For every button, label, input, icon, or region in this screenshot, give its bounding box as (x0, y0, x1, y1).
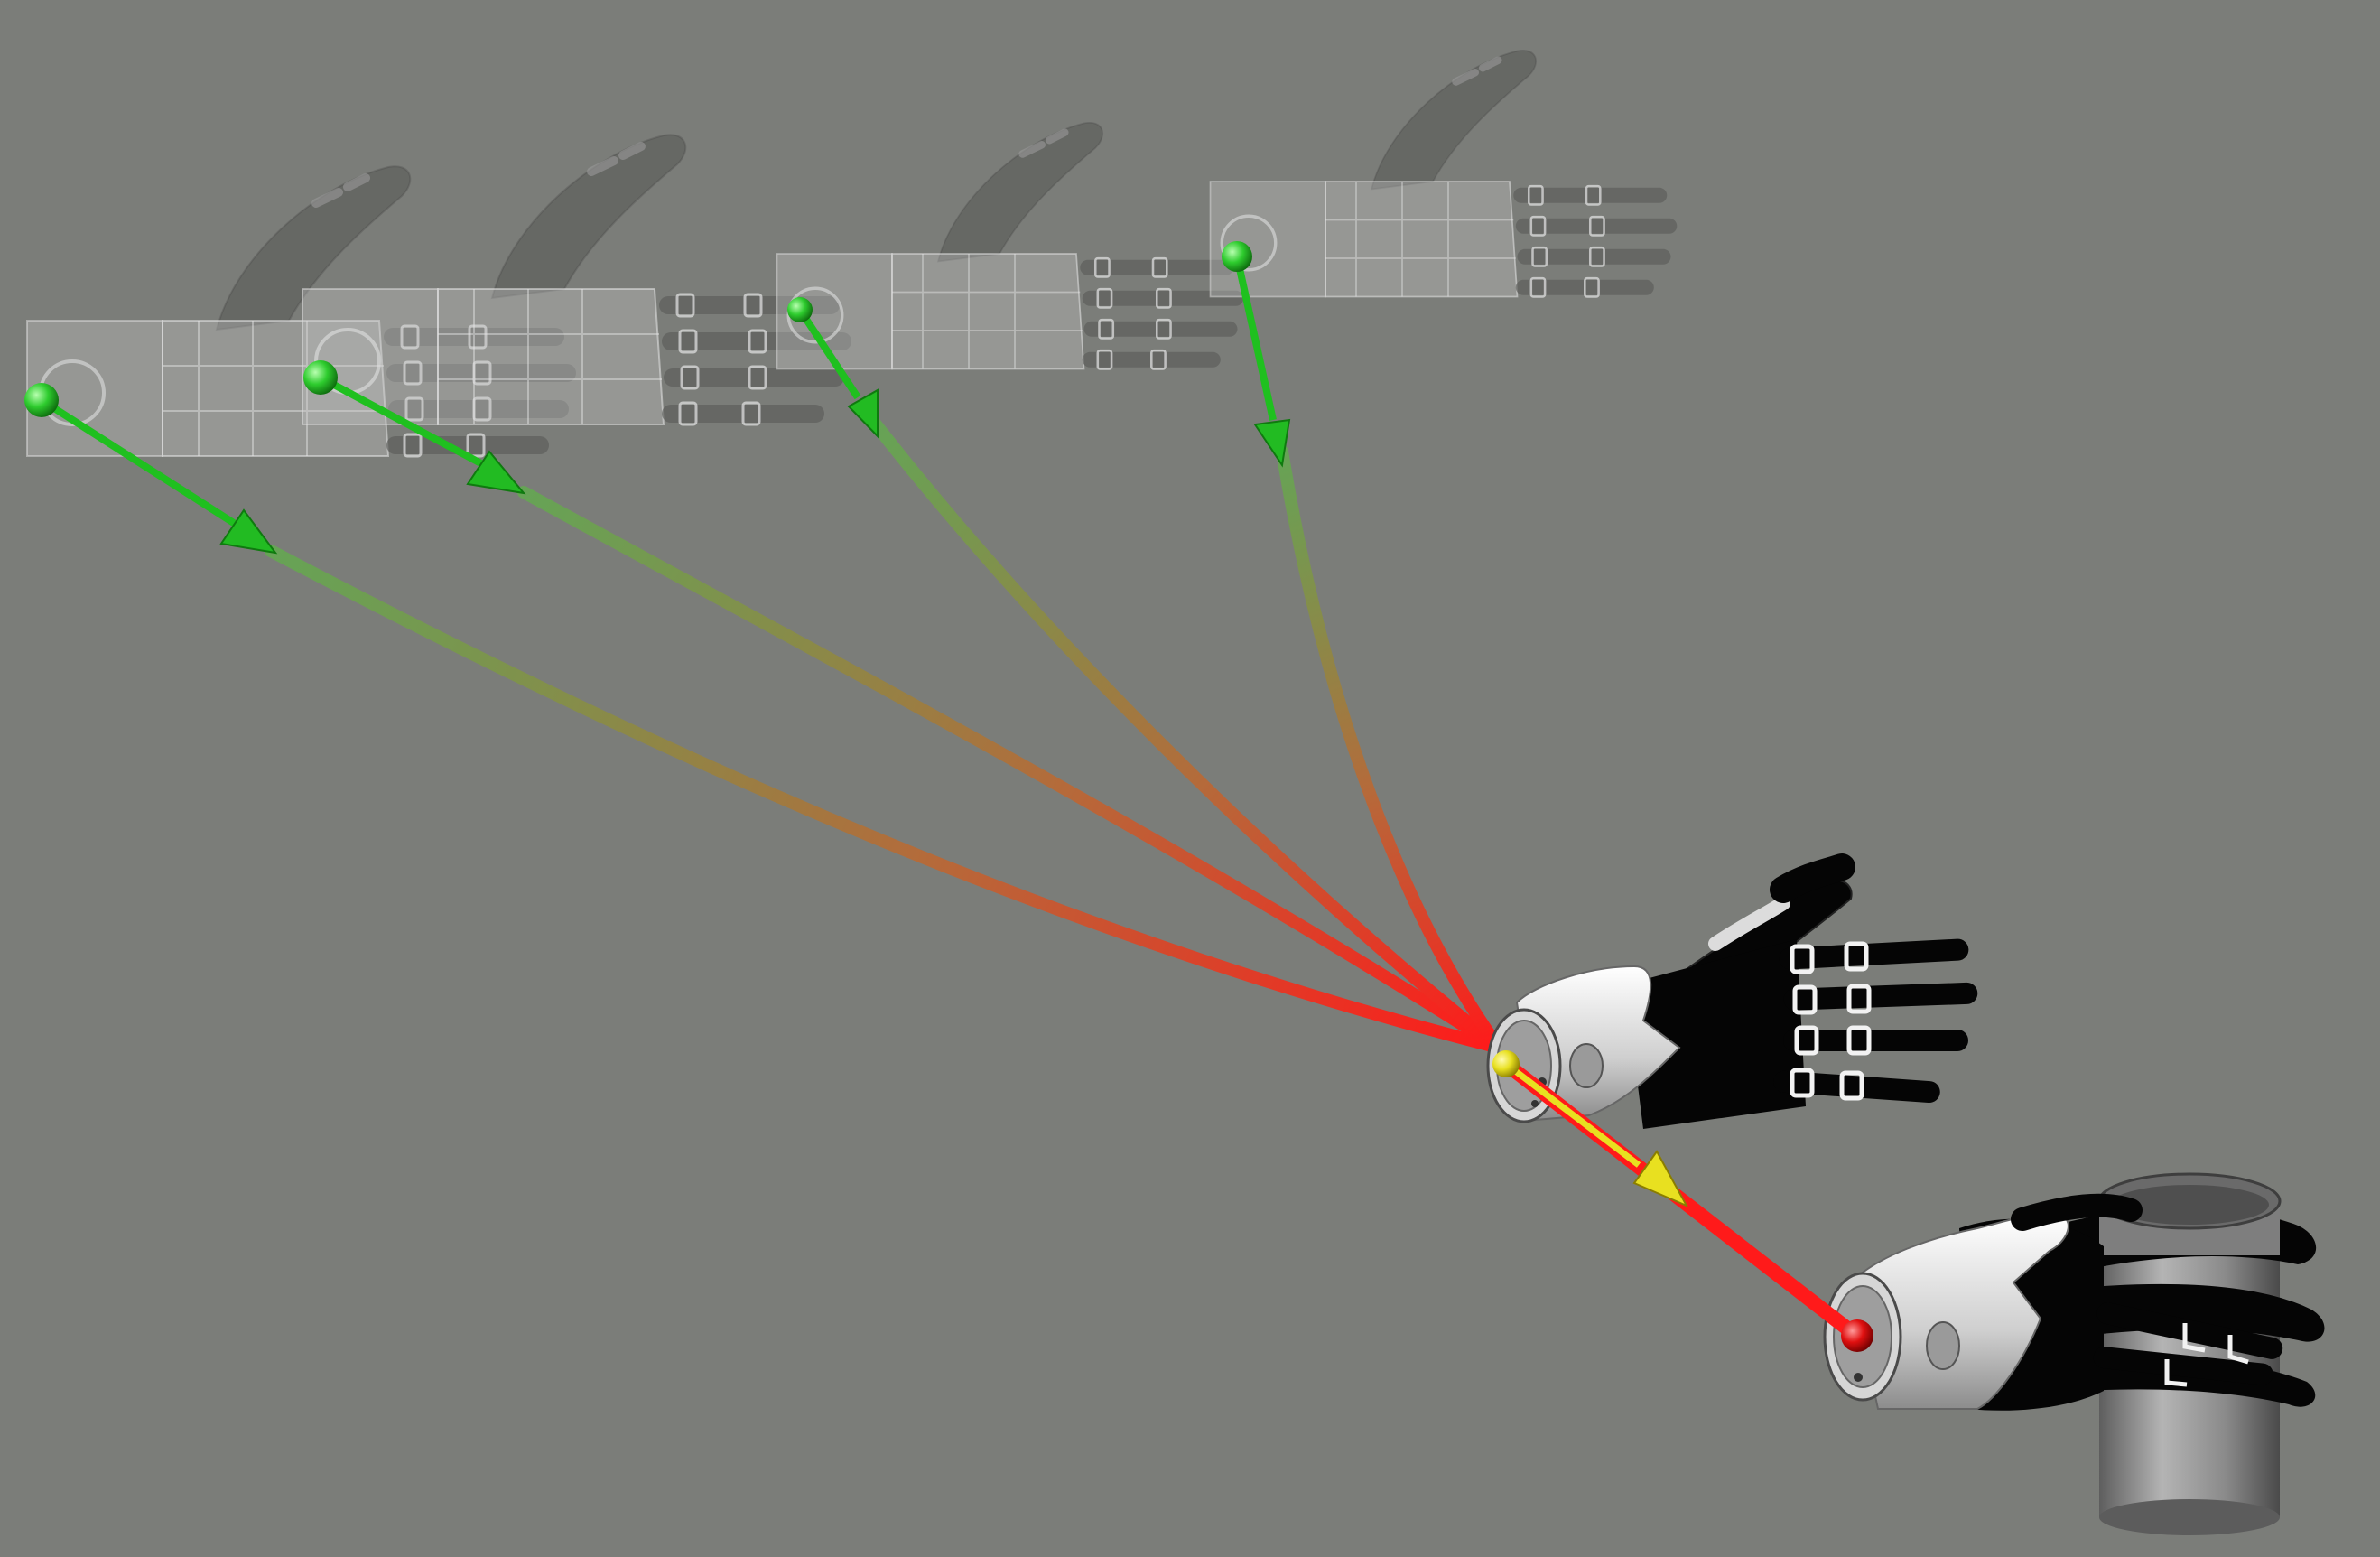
approach-arrow-2 (303, 360, 526, 495)
trajectory-2 (517, 486, 1505, 1054)
start-point-2 (303, 360, 338, 395)
approach-arrows (24, 241, 1291, 555)
final-approach (1492, 1050, 1873, 1352)
grasp-robot-hand (1823, 1172, 2325, 1411)
start-point-3 (787, 297, 813, 322)
ghost-hand-3 (777, 123, 1244, 369)
ghost-hand-4 (1211, 51, 1678, 297)
trajectory-3 (869, 418, 1505, 1054)
direction-arrowhead (1632, 1150, 1689, 1208)
goal-point (1841, 1319, 1873, 1352)
start-point-1 (24, 383, 59, 417)
current-robot-hand (1486, 853, 1978, 1129)
start-point-4 (1222, 241, 1252, 272)
trajectory-1 (265, 545, 1505, 1054)
approach-arrow-1 (24, 383, 278, 555)
approach-arrow-3 (787, 297, 879, 439)
direction-arrow-shaft (1503, 1061, 1641, 1168)
trajectories (265, 418, 1505, 1054)
current-point (1492, 1050, 1520, 1077)
approach-arrow-4 (1222, 241, 1291, 468)
trajectory-4 (1276, 445, 1505, 1054)
